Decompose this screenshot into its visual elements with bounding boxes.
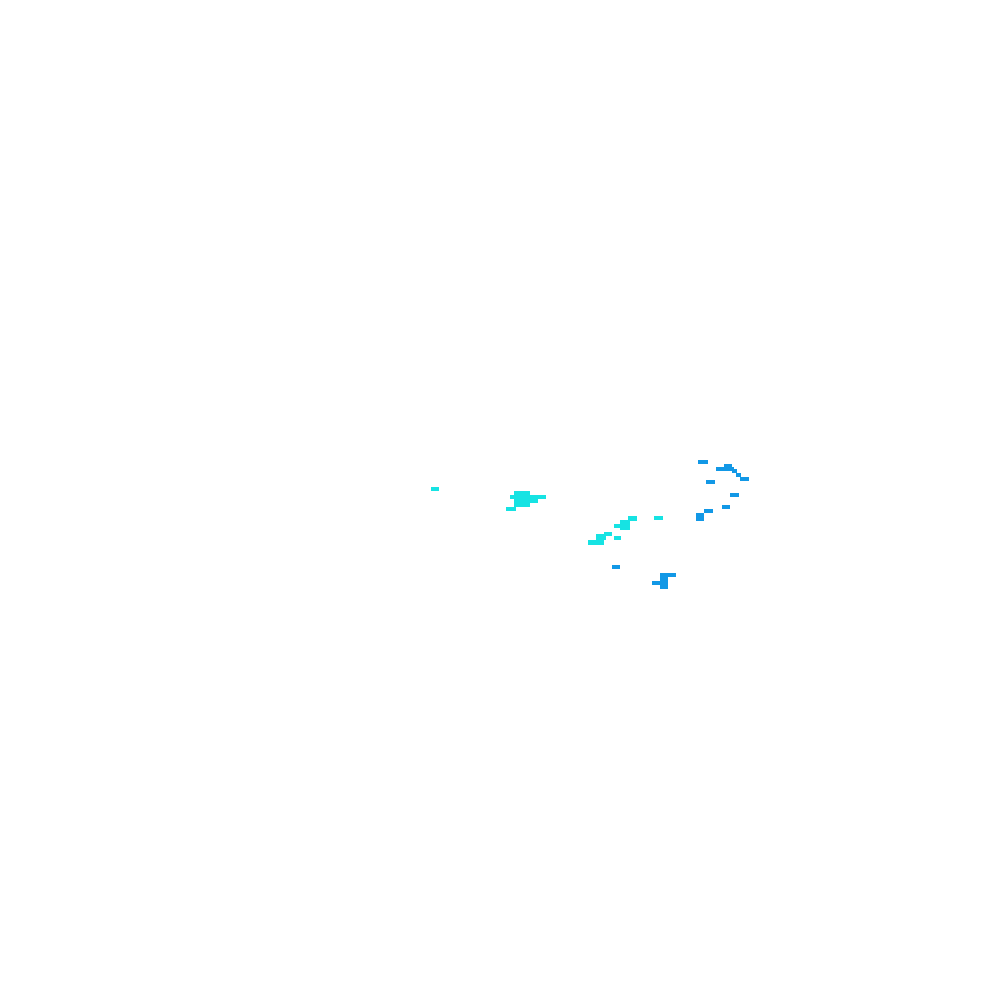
blue-fragment — [706, 480, 715, 484]
blue-fragments — [612, 460, 749, 589]
blue-fragment — [698, 460, 708, 464]
cyan-fragment — [614, 536, 621, 540]
blue-fragment — [724, 464, 732, 470]
cyan-fragment — [620, 520, 630, 530]
blue-fragment — [660, 575, 668, 589]
cyan-fragment — [506, 507, 516, 511]
cyan-fragment — [604, 532, 612, 536]
cyan-fragment — [514, 491, 530, 507]
cyan-fragment — [588, 540, 604, 545]
blue-fragment — [704, 509, 713, 513]
cyan-fragments — [431, 487, 663, 545]
blue-fragment — [722, 505, 730, 509]
blue-fragment — [696, 513, 704, 521]
blue-fragment — [612, 565, 620, 569]
blue-fragment — [730, 493, 739, 497]
cyan-fragment — [614, 524, 624, 528]
cyan-fragment — [654, 516, 663, 520]
cyan-fragment — [431, 487, 439, 491]
blue-fragment — [736, 473, 741, 477]
cyan-fragment — [528, 499, 538, 503]
cyan-fragment — [596, 534, 606, 540]
cyan-fragment — [628, 516, 637, 521]
blue-fragment — [732, 469, 737, 473]
blue-fragment — [740, 477, 749, 481]
